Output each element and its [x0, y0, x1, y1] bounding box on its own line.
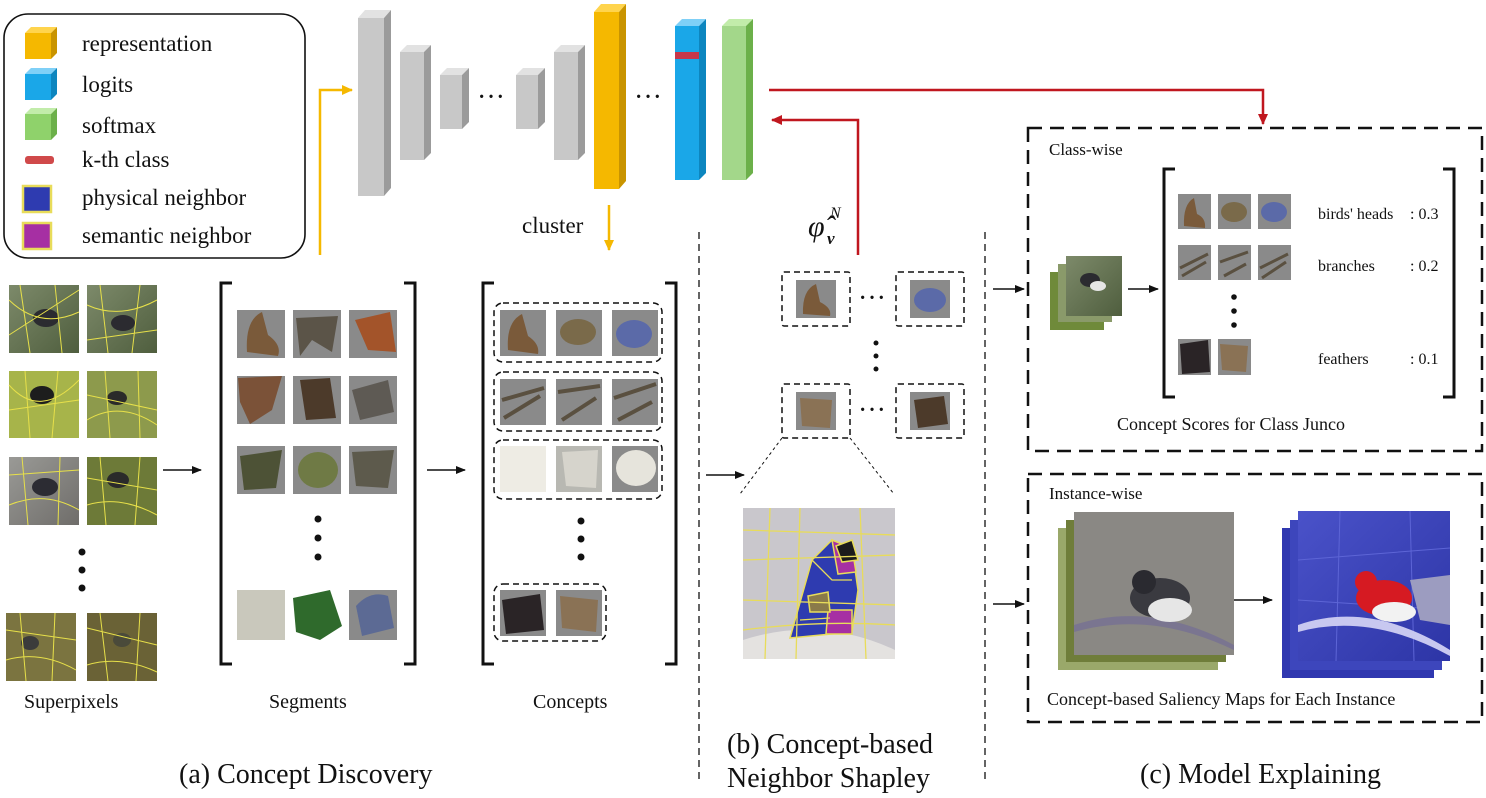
instance-image-stack — [1058, 512, 1234, 670]
legend-label-logits: logits — [82, 72, 133, 97]
legend-representation-cube — [25, 27, 57, 59]
score-value-branches: : 0.2 — [1410, 258, 1438, 275]
representation-layer — [594, 4, 626, 189]
score-value-birds-heads: : 0.3 — [1410, 206, 1438, 223]
gray-layer-5 — [554, 45, 585, 160]
gray-layer-3 — [440, 68, 469, 129]
classwise-box — [1026, 126, 1484, 453]
superpixel-image — [8, 370, 80, 439]
legend-label-kth-class: k-th class — [82, 147, 170, 172]
legend-semantic-neighbor-square — [21, 221, 53, 251]
shapley-neighbors: ··· ··· — [739, 271, 965, 495]
network-ellipsis-2: ··· — [634, 82, 662, 113]
shapley-symbol: φ̂ v N — [808, 205, 842, 248]
instancewise-caption: Concept-based Saliency Maps for Each Ins… — [1047, 689, 1395, 709]
cluster-label: cluster — [522, 213, 584, 238]
neighbor-superpixel-map — [742, 507, 896, 660]
panel-c-title: (c) Model Explaining — [1140, 759, 1381, 790]
legend-physical-neighbor-square — [21, 184, 53, 214]
gray-layer-1 — [358, 10, 391, 196]
panel-b-title-line2: Neighbor Shapley — [727, 763, 930, 794]
concepts-label: Concepts — [533, 691, 608, 713]
network-ellipsis-1: ··· — [477, 82, 505, 113]
score-concept-branches: branches — [1318, 258, 1375, 275]
input-to-network-arrow — [318, 85, 353, 255]
classwise-label: Class-wise — [1049, 140, 1123, 159]
saliency-map-stack — [1282, 510, 1451, 678]
neighbor-ellipsis: ··· — [858, 395, 886, 426]
legend-softmax-cube — [25, 108, 57, 140]
svg-text:N: N — [829, 205, 842, 222]
network: ··· ··· — [358, 4, 753, 196]
gray-layer-2 — [400, 45, 431, 160]
legend-logits-cube — [25, 68, 57, 100]
legend-kth-class-bar — [25, 156, 54, 164]
classwise-image-stack — [1050, 256, 1122, 330]
score-concept-feathers: feathers — [1318, 351, 1369, 368]
segments-bracket — [219, 281, 417, 666]
network-to-explaining-arrow — [769, 88, 1268, 125]
instancewise-label: Instance-wise — [1049, 484, 1142, 503]
shapley-to-network-arrow — [771, 115, 860, 255]
gray-layer-4 — [516, 68, 545, 129]
concept-scores-bracket — [1162, 167, 1456, 399]
superpixels-label: Superpixels — [24, 691, 119, 713]
logits-layer — [675, 19, 706, 180]
score-value-feathers: : 0.1 — [1410, 351, 1438, 368]
segments-label: Segments — [269, 691, 347, 713]
concepts-bracket — [481, 281, 678, 666]
score-concept-birds-heads: birds' heads — [1318, 206, 1393, 223]
legend: representation logits softmax k-th class… — [3, 13, 306, 259]
legend-label-representation: representation — [82, 31, 213, 56]
panel-a-title: (a) Concept Discovery — [179, 759, 432, 790]
superpixel-image — [86, 370, 158, 439]
superpixel-image — [86, 456, 158, 526]
svg-text:v: v — [827, 229, 835, 248]
superpixels-grid — [5, 284, 158, 682]
panel-b-title-line1: (b) Concept-based — [727, 729, 933, 760]
superpixel-image — [5, 612, 77, 682]
classwise-caption: Concept Scores for Class Junco — [1117, 414, 1345, 434]
legend-label-softmax: softmax — [82, 113, 157, 138]
superpixel-image — [86, 284, 158, 354]
superpixel-image — [8, 456, 80, 526]
legend-label-semantic-neighbor: semantic neighbor — [82, 223, 252, 248]
neighbor-ellipsis: ··· — [858, 283, 886, 314]
kth-class-marker — [675, 52, 699, 59]
softmax-layer — [722, 19, 753, 180]
instancewise-box — [1026, 472, 1484, 724]
legend-label-physical-neighbor: physical neighbor — [82, 185, 246, 210]
superpixel-image — [86, 612, 158, 682]
superpixel-image — [8, 284, 80, 354]
